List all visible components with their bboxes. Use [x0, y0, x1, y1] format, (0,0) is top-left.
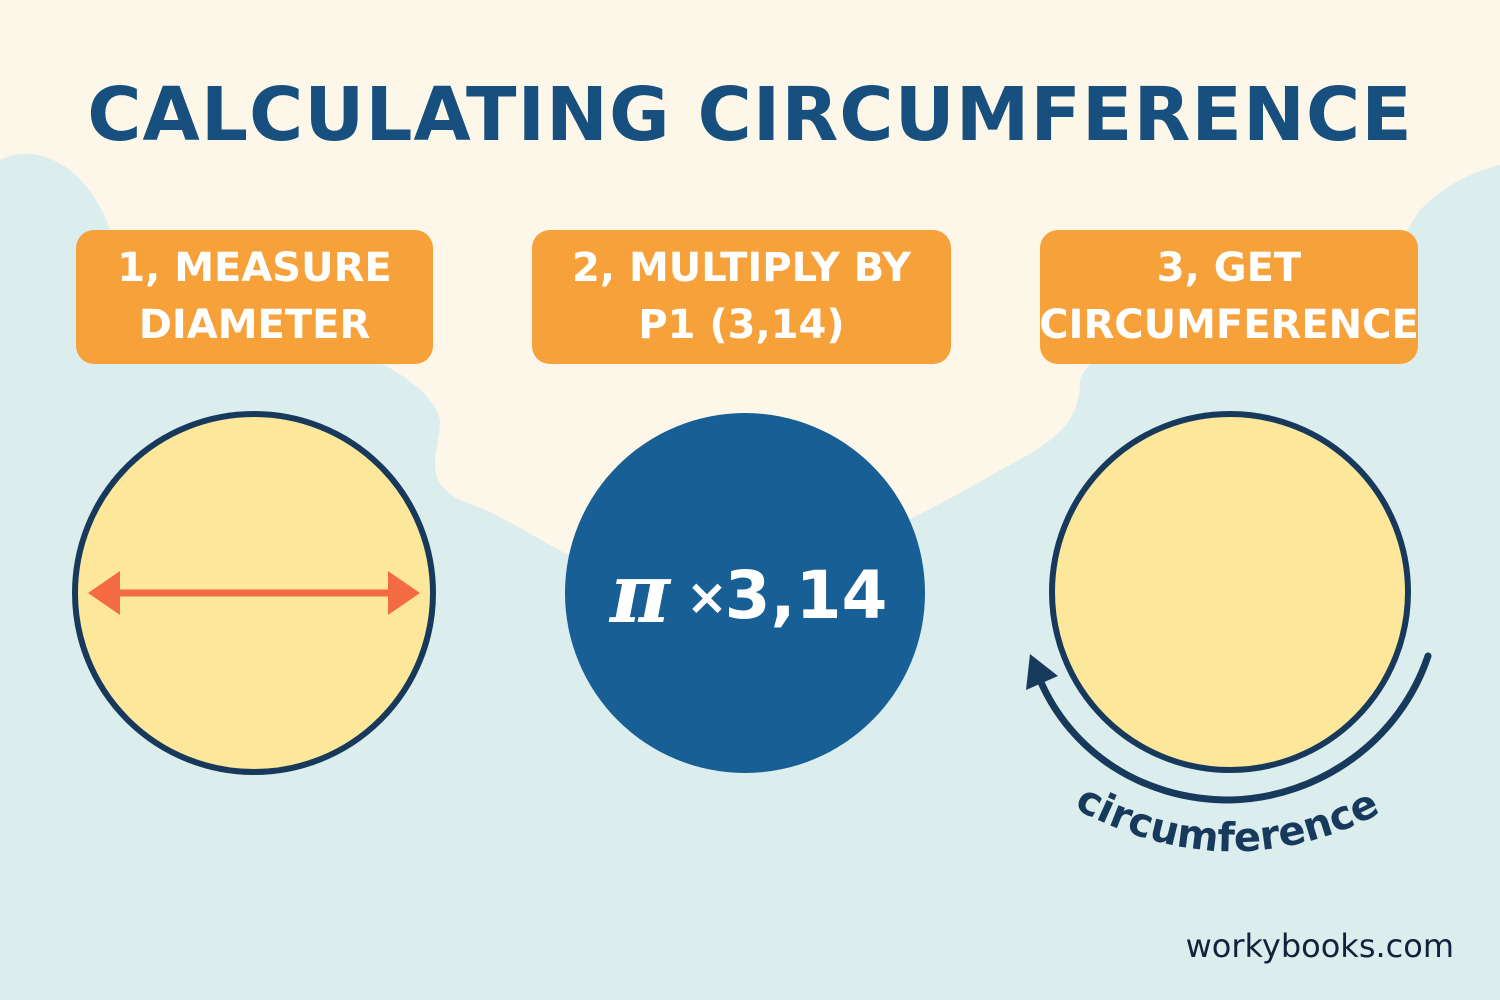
times-symbol: ×: [686, 568, 728, 626]
circumference-curved-label: circumference: [1069, 776, 1386, 862]
step-2-label-line1: 2, MULTIPLY BY: [571, 245, 911, 291]
pi-circle: [565, 413, 925, 773]
double-arrow-icon: [88, 571, 420, 615]
step-1-box: 1, MEASURE DIAMETER: [76, 230, 433, 364]
step-3-label-line1: 3, GET: [1156, 245, 1302, 291]
curved-arrow-icon: [1026, 652, 1432, 804]
cloud-shape-bottom: [440, 165, 1500, 1000]
footer-credit: workybooks.com: [1185, 927, 1454, 965]
step-2-label-line2: P1 (3,14): [638, 302, 845, 348]
step-2-box: 2, MULTIPLY BY P1 (3,14): [532, 230, 951, 364]
step-3-label-line2: CIRCUMFERENCE: [1039, 302, 1419, 348]
pi-value: 3,14: [725, 557, 888, 634]
step-1-label-line1: 1, MEASURE: [117, 245, 392, 291]
pi-symbol: π: [608, 546, 672, 642]
step-3-box: 3, GET CIRCUMFERENCE: [1039, 230, 1419, 364]
step-1-label-line2: DIAMETER: [138, 302, 371, 348]
circumference-curved-text: circumference: [1069, 776, 1386, 862]
circumference-circle: [1049, 411, 1411, 773]
page-title: CALCULATING CIRCUMFERENCE: [87, 72, 1413, 158]
